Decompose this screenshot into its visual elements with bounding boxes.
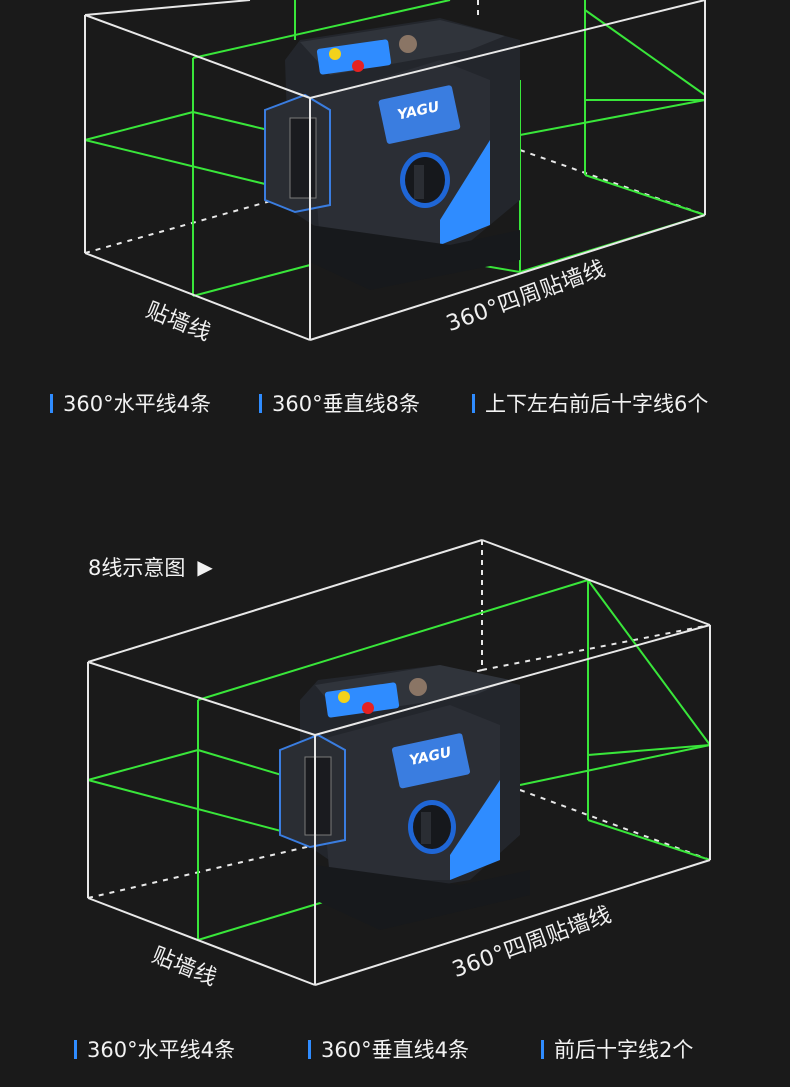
box-outline: [87, 539, 711, 986]
feature-item: 360°水平线4条: [50, 388, 211, 418]
feature-item: 前后十字线2个: [541, 1034, 693, 1064]
feature-label: 上下左右前后十字线6个: [485, 392, 709, 416]
feature-item: 上下左右前后十字线6个: [472, 388, 708, 418]
feature-label: 360°垂直线8条: [272, 392, 420, 416]
scene1-wireframe: YAGU: [84, 0, 706, 341]
scene2-wireframe: YAGU: [87, 539, 711, 986]
bullet-bar: [74, 1039, 77, 1059]
feature-item: 360°垂直线8条: [259, 388, 420, 418]
bullet-bar: [308, 1039, 311, 1059]
feature-row-2: 360°水平线4条 360°垂直线4条 前后十字线2个: [0, 1034, 790, 1066]
bullet-bar: [50, 393, 53, 413]
laser-lines: [87, 579, 711, 941]
laser-level-device-1: YAGU: [264, 18, 520, 290]
laser-level-device-2: YAGU: [279, 665, 530, 930]
box-outline: [84, 0, 706, 341]
feature-label: 360°垂直线4条: [321, 1038, 469, 1062]
feature-label: 前后十字线2个: [554, 1038, 694, 1062]
feature-row-1: 360°水平线4条 360°垂直线8条 上下左右前后十字线6个: [0, 388, 790, 420]
feature-item: 360°垂直线4条: [308, 1034, 469, 1064]
feature-label: 360°水平线4条: [63, 392, 211, 416]
bullet-bar: [259, 393, 262, 413]
feature-item: 360°水平线4条: [74, 1034, 235, 1064]
play-triangle-icon: ▶: [197, 555, 213, 579]
hidden-edge: [481, 624, 711, 671]
bullet-bar: [472, 393, 475, 413]
bullet-bar: [541, 1039, 544, 1059]
section-title-text: 8线示意图: [88, 556, 186, 580]
section-title-8-line: 8线示意图 ▶: [88, 552, 213, 582]
scene-12-line-diagram: YAGU 贴墙线 360°四周贴墙线: [0, 0, 790, 360]
feature-label: 360°水平线4条: [87, 1038, 235, 1062]
scene-8-line-diagram: YAGU 贴墙线 360°四周贴墙线: [0, 535, 790, 995]
hidden-edge: [519, 789, 711, 861]
hidden-edge: [87, 844, 316, 899]
